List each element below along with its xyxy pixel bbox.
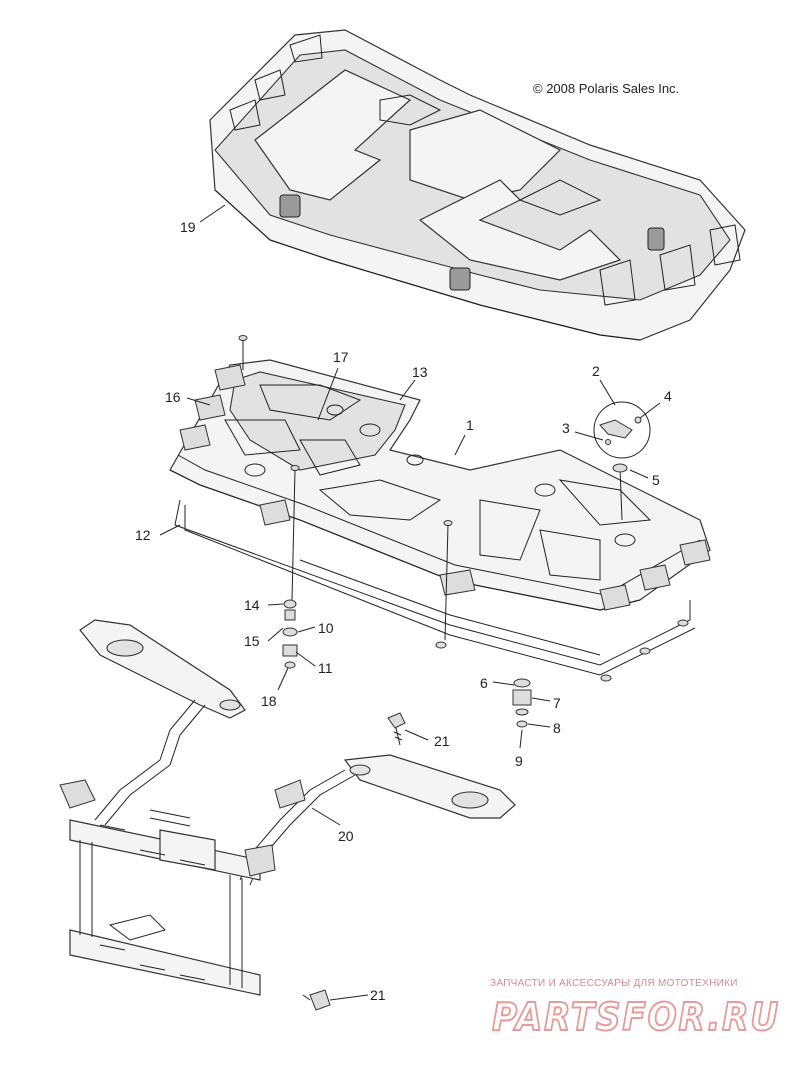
copyright-text: © 2008 Polaris Sales Inc. bbox=[533, 81, 679, 96]
screw-upper bbox=[387, 712, 406, 746]
storage-box-cover bbox=[209, 29, 746, 341]
callout-15: 15 bbox=[244, 633, 260, 649]
callout-4: 4 bbox=[664, 388, 672, 404]
callout-17: 17 bbox=[333, 349, 349, 365]
callout-8: 8 bbox=[553, 720, 561, 736]
hardware-stack-left bbox=[282, 599, 298, 669]
rack-frame bbox=[174, 499, 696, 676]
callout-11: 11 bbox=[318, 660, 333, 676]
latch-detail bbox=[593, 401, 651, 473]
callout-21-lower: 21 bbox=[370, 987, 386, 1003]
rack-base bbox=[169, 359, 711, 611]
callout-20: 20 bbox=[338, 828, 354, 844]
callout-21-upper: 21 bbox=[434, 733, 450, 749]
callout-10: 10 bbox=[318, 620, 334, 636]
callout-9: 9 bbox=[515, 753, 523, 769]
watermark-tagline: ЗАПЧАСТИ И АКСЕССУАРЫ ДЛЯ МОТОТЕХНИКИ bbox=[490, 978, 738, 989]
callout-3: 3 bbox=[562, 420, 570, 436]
rack-bolts bbox=[238, 335, 689, 682]
callout-7: 7 bbox=[553, 695, 561, 711]
callout-19: 19 bbox=[180, 219, 196, 235]
callout-13: 13 bbox=[412, 364, 428, 380]
callout-12: 12 bbox=[135, 527, 151, 543]
hardware-stack-right bbox=[512, 678, 532, 728]
callout-1: 1 bbox=[466, 417, 474, 433]
screw-lower bbox=[302, 989, 331, 1011]
watermark-brand: PARTSFOR.RU bbox=[492, 995, 780, 1039]
callout-labels: 1 2 3 4 5 6 7 8 9 10 11 12 13 14 15 16 1… bbox=[135, 219, 672, 1003]
callout-2: 2 bbox=[592, 363, 600, 379]
callout-5: 5 bbox=[652, 472, 660, 488]
callout-14: 14 bbox=[244, 597, 260, 613]
watermark: ЗАПЧАСТИ И АКСЕССУАРЫ ДЛЯ МОТОТЕХНИКИ PA… bbox=[490, 978, 780, 1040]
callout-6: 6 bbox=[480, 675, 488, 691]
callout-18: 18 bbox=[261, 693, 277, 709]
callout-16: 16 bbox=[165, 389, 181, 405]
rack-support-bracket bbox=[59, 619, 516, 996]
leader-lines bbox=[159, 204, 661, 1001]
